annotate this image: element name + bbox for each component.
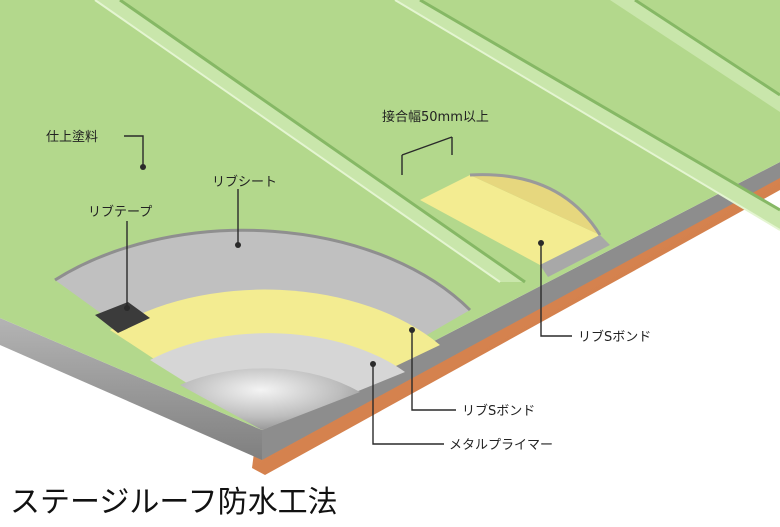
label-joint-width: 接合幅50mm以上 bbox=[382, 109, 489, 125]
gray-right-edge bbox=[262, 162, 780, 460]
diagram-caption: ステージルーフ防水工法 bbox=[10, 485, 338, 520]
seam-cutaway bbox=[420, 173, 610, 277]
label-rib-tape: リブテープ bbox=[88, 204, 152, 220]
rib-tape bbox=[95, 302, 150, 333]
label-rib-sheet: リブシート bbox=[212, 174, 277, 190]
label-finish-paint: 仕上塗料 bbox=[46, 129, 98, 145]
metal-substrate bbox=[180, 368, 360, 430]
copper-substrate-edge bbox=[252, 175, 780, 475]
rib-seams bbox=[94, 0, 780, 284]
label-rib-s-bond-right: リブSボンド bbox=[578, 329, 651, 345]
gray-front-edge bbox=[0, 318, 262, 460]
label-rib-s-bond-center: リブSボンド bbox=[462, 403, 535, 419]
cutaway-layers bbox=[54, 228, 472, 430]
label-metal-primer: メタルプライマー bbox=[449, 438, 553, 453]
leaders bbox=[124, 135, 572, 445]
